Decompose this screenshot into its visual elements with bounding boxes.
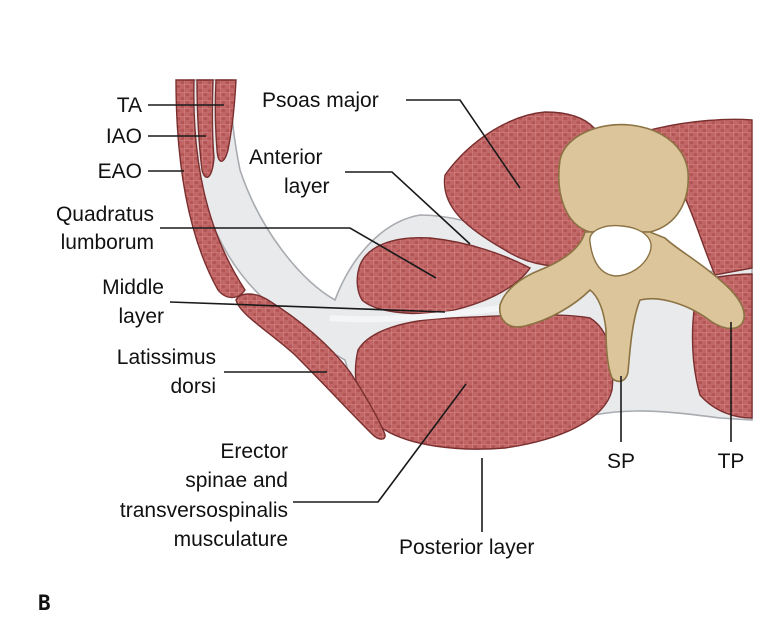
- label-erector-line1: Erector: [220, 440, 288, 463]
- label-middle-line2: layer: [118, 305, 164, 328]
- eao-muscle: [175, 79, 246, 299]
- vertebral-arch: [499, 231, 745, 383]
- vertebral-foramen: [589, 224, 652, 277]
- label-anterior-line2: layer: [284, 175, 330, 198]
- label-latissimus-line2: dorsi: [170, 375, 216, 398]
- label-posterior-layer: Posterior layer: [399, 536, 534, 559]
- label-ta: TA: [117, 94, 142, 117]
- label-eao: EAO: [98, 160, 142, 183]
- latissimus-dorsi-muscle: [235, 293, 386, 440]
- label-middle-line1: Middle: [102, 276, 164, 299]
- label-erector-line3: transversospinalis: [120, 499, 288, 522]
- label-psoas-major: Psoas major: [262, 89, 379, 112]
- label-erector-line4: musculature: [174, 528, 288, 551]
- leader-lines: [148, 99, 732, 532]
- ta-muscle: [214, 79, 237, 162]
- middle-layer-fascia-line: [329, 302, 521, 323]
- vertebral-body: [558, 123, 689, 233]
- label-erector-line2: spinae and: [185, 469, 288, 492]
- label-latissimus-line1: Latissimus: [117, 346, 216, 369]
- label-iao: IAO: [106, 125, 142, 148]
- label-sp: SP: [607, 450, 635, 473]
- label-quadratus-line1: Quadratus: [56, 203, 154, 226]
- panel-letter: B: [38, 591, 51, 615]
- label-anterior-line1: Anterior: [249, 146, 323, 169]
- label-quadratus-line2: lumborum: [61, 231, 154, 254]
- label-tp: TP: [718, 450, 745, 473]
- lumbar-vertebra: [499, 123, 745, 383]
- erector-spinae-muscle: [354, 314, 614, 450]
